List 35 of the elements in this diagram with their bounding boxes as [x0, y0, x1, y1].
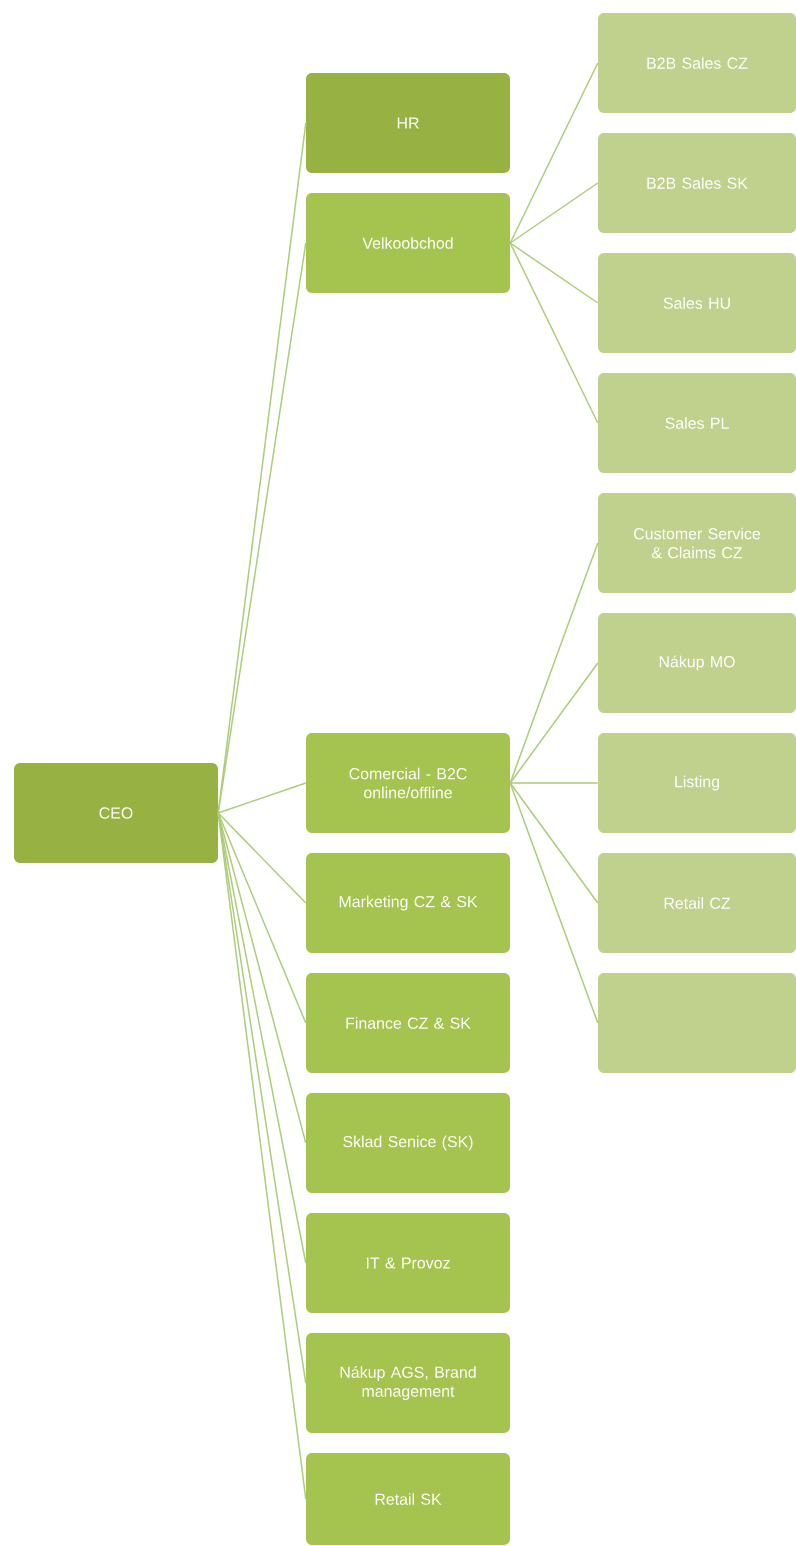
- org-box: B2B Sales SK: [598, 133, 796, 233]
- connector-line: [217, 812, 307, 904]
- org-box: CEO: [14, 763, 218, 863]
- connector-line: [217, 812, 307, 1024]
- connector-line: [217, 242, 307, 814]
- org-box: Sales PL: [598, 373, 796, 473]
- connector-line: [217, 782, 307, 814]
- org-box: Finance CZ & SK: [306, 973, 510, 1073]
- connector-line: [509, 662, 599, 784]
- org-box: IT & Provoz: [306, 1213, 510, 1313]
- connector-line: [217, 812, 307, 1500]
- connector-line: [509, 782, 599, 1024]
- org-box: Sklad Senice (SK): [306, 1093, 510, 1193]
- org-box: HR: [306, 73, 510, 173]
- connector-line: [509, 782, 599, 904]
- connector-line: [509, 242, 599, 304]
- org-box: Retail CZ: [598, 853, 796, 953]
- org-box: [598, 973, 796, 1073]
- connector-line: [509, 542, 599, 784]
- org-box: Nákup AGS, Brand management: [306, 1333, 510, 1433]
- org-box: Customer Service & Claims CZ: [598, 493, 796, 593]
- connector-line: [217, 122, 307, 814]
- connector-line: [509, 62, 599, 244]
- org-box: B2B Sales CZ: [598, 13, 796, 113]
- org-box: Listing: [598, 733, 796, 833]
- connector-line: [509, 242, 599, 424]
- org-box: Sales HU: [598, 253, 796, 353]
- org-box: Nákup MO: [598, 613, 796, 713]
- org-box: Retail SK: [306, 1453, 510, 1545]
- connector-line: [509, 182, 599, 244]
- connector-line: [509, 782, 599, 784]
- org-box: Comercial - B2C online/offline: [306, 733, 510, 833]
- org-box: Marketing CZ & SK: [306, 853, 510, 953]
- connector-line: [217, 812, 307, 1144]
- org-box: Velkoobchod: [306, 193, 510, 293]
